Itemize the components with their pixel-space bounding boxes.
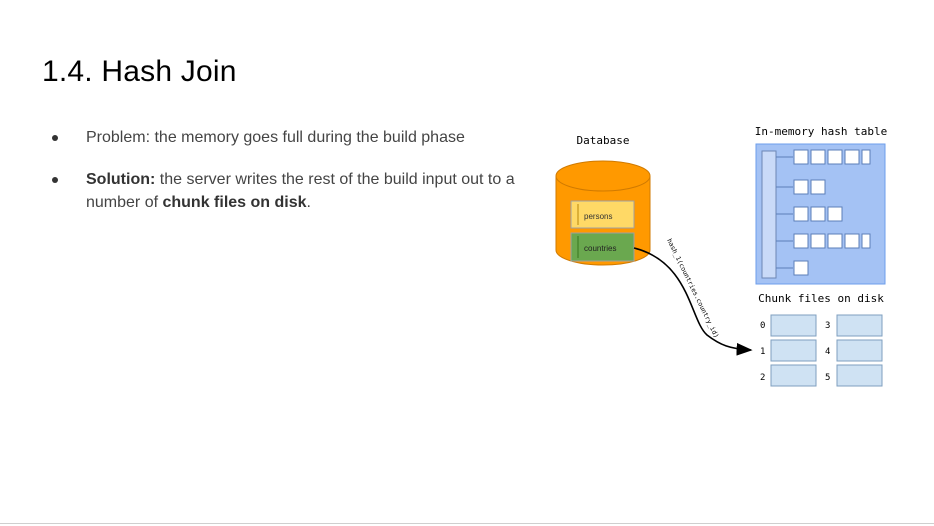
chunk-files-label: Chunk files on disk: [758, 292, 884, 305]
chunk-file: [836, 339, 883, 362]
bullet-strong: chunk files on disk: [162, 194, 307, 211]
table-countries: countries: [570, 232, 635, 262]
bucket-cell: [810, 233, 826, 249]
bucket-cell: [810, 179, 826, 195]
chunk-file: [770, 364, 817, 387]
bucket-cell: [827, 149, 843, 165]
chunk-file: [770, 339, 817, 362]
bullet-text: Problem: the memory goes full during the…: [86, 129, 465, 146]
bucket-cell: [793, 149, 809, 165]
chunk-index: 0: [760, 321, 765, 331]
hash-table-label: In-memory hash table: [755, 125, 887, 138]
bullet-item-problem: Problem: the memory goes full during the…: [52, 126, 552, 149]
bullet-text: the server writes the rest of the build …: [86, 171, 515, 211]
bullet-dot: [52, 135, 58, 141]
bucket-cell: [793, 233, 809, 249]
bucket-cell: [793, 179, 809, 195]
slide-title: 1.4. Hash Join: [42, 55, 237, 88]
bucket-cell: [844, 233, 860, 249]
chunk-index: 5: [825, 373, 830, 383]
cylinder-top: [555, 160, 651, 192]
bucket-cell: [844, 149, 860, 165]
chunk-file: [770, 314, 817, 337]
database-label: Database: [577, 134, 630, 147]
chunk-file: [836, 314, 883, 337]
bucket-cell: [810, 206, 826, 222]
table-countries-label: countries: [584, 244, 616, 253]
bullet-item-solution: Solution: the server writes the rest of …: [52, 168, 552, 214]
bullet-text-end: .: [306, 194, 311, 211]
bucket-index-column: [761, 150, 777, 279]
chunk-file: [836, 364, 883, 387]
chunk-index: 1: [760, 347, 765, 357]
bullet-prefix: Solution:: [86, 171, 156, 188]
bucket-cell: [793, 206, 809, 222]
bucket-cell: [793, 260, 809, 276]
bucket-cell: [810, 149, 826, 165]
chunk-index: 4: [825, 347, 830, 357]
hash-function-label: hash_1(countries.country_id): [665, 237, 720, 339]
bullet-dot: [52, 177, 58, 183]
chunk-files-grid: 0 3 1 4 2 5: [760, 314, 883, 387]
bucket-cell: [861, 233, 871, 249]
slide-bottom-border: [0, 523, 934, 524]
chunk-index: 3: [825, 321, 830, 331]
chunk-index: 2: [760, 373, 765, 383]
table-persons-label: persons: [584, 212, 612, 221]
table-persons: persons: [570, 200, 635, 229]
bucket-cell: [827, 233, 843, 249]
in-memory-hash-table: [755, 143, 886, 285]
bucket-cell: [861, 149, 871, 165]
bucket-cell: [827, 206, 843, 222]
hash-arrow: [633, 247, 753, 356]
bullet-list: Problem: the memory goes full during the…: [52, 126, 552, 233]
